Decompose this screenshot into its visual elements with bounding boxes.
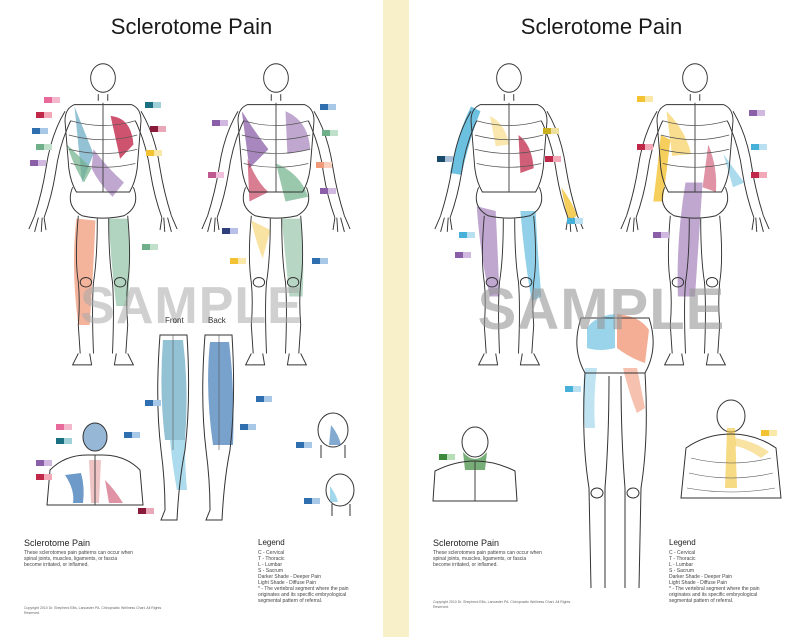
legend-item: Darker Shade - Deeper Pain xyxy=(258,574,322,580)
description-title: Sclerotome Pain xyxy=(433,538,500,548)
sample-watermark: SAMPLE xyxy=(477,277,726,342)
poster-title: Sclerotome Pain xyxy=(520,14,683,39)
legend-item: * - The vertebral segment where the pain… xyxy=(258,586,349,604)
legend-item: L - Lumbar xyxy=(669,562,693,568)
anatomy-illustration xyxy=(28,63,355,521)
legend-item: L - Lumbar xyxy=(258,562,282,568)
sample-watermark: SAMPLE xyxy=(80,277,303,335)
legend-title: Legend xyxy=(669,538,696,547)
legend-item: S - Sacrum xyxy=(669,568,695,574)
poster-right: Sclerotome Pain xyxy=(409,0,794,637)
description-title: Sclerotome Pain xyxy=(24,538,91,548)
legend-item: Light Shade - Diffuse Pain xyxy=(669,580,728,586)
legend-item: T - Thoracic xyxy=(258,556,285,562)
legend-item: C - Cervical xyxy=(258,550,285,556)
legend-item: Darker Shade - Deeper Pain xyxy=(669,574,733,580)
poster-title: Sclerotome Pain xyxy=(110,14,273,39)
legend-item: T - Thoracic xyxy=(669,556,696,562)
legend-item: * - The vertebral segment where the pain… xyxy=(669,586,760,604)
copyright-text: Copyright 2010 Dr. Shepherd Ellis, Lanca… xyxy=(24,606,162,615)
legend-title: Legend xyxy=(258,538,285,547)
description-body: These sclerotomes pain patterns can occu… xyxy=(24,550,133,568)
legend-item: Light Shade - Diffuse Pain xyxy=(258,580,317,586)
view-label-front: Front xyxy=(165,316,184,325)
legend-item: C - Cervical xyxy=(669,550,696,556)
description-body: These sclerotomes pain patterns can occu… xyxy=(433,550,542,568)
view-label-back: Back xyxy=(208,316,226,325)
poster-left: Sclerotome Pain xyxy=(0,0,383,637)
anatomy-illustration xyxy=(432,63,782,589)
copyright-text: Copyright 2010 Dr. Shepherd Ellis, Lanca… xyxy=(433,600,571,609)
legend-item: S - Sacrum xyxy=(258,568,284,574)
